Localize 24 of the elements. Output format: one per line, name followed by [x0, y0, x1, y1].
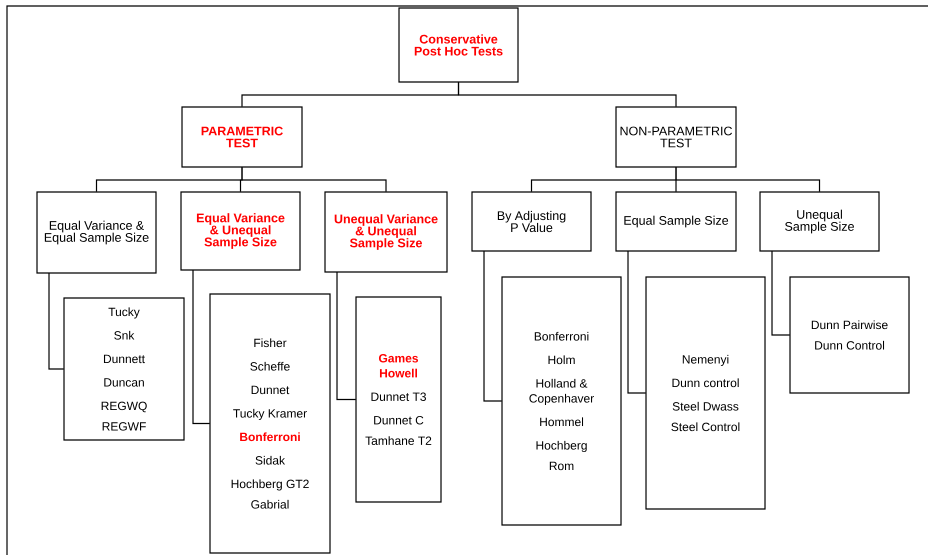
- test-list-box: Nemenyi Dunn control Steel Dwass Steel Control: [645, 276, 766, 510]
- connector-line: [675, 168, 820, 192]
- category-box: PARAMETRIC TEST: [181, 106, 303, 168]
- category-box: Unequal Sample Size: [759, 191, 880, 252]
- connector-line: [241, 168, 387, 192]
- connector-line: [483, 251, 502, 402]
- category-box: NON-PARAMETRIC TEST: [615, 106, 737, 168]
- connector-line: [336, 272, 356, 400]
- test-list-box: Dunn Pairwise Dunn Control: [789, 276, 910, 394]
- category-box: By Adjusting P Value: [471, 191, 592, 252]
- test-list-box: Bonferroni Holm Holland & Copenhaver Hommel Hochberg Rom: [501, 276, 622, 526]
- category-box: Equal Variance & Unequal Sample Size: [180, 191, 301, 271]
- connector-line: [48, 273, 64, 370]
- connector-line: [771, 251, 790, 336]
- connector-line: [192, 270, 210, 424]
- connector-line: [627, 251, 646, 394]
- category-box: Unequal Variance & Unequal Sample Size: [324, 191, 448, 273]
- connector-line: [458, 82, 677, 106]
- category-box: Conservative Post Hoc Tests: [398, 7, 519, 83]
- test-list-box: Fisher Scheffe Dunnet Tucky Kramer Bonferroni Sidak Hochberg GT2 Gabrial: [209, 293, 331, 554]
- category-box: Equal Variance & Equal Sample Size: [36, 191, 157, 274]
- category-box: Equal Sample Size: [615, 191, 737, 252]
- test-list-box: Tucky Snk Dunnett Duncan REGWQ REGWF: [63, 297, 185, 441]
- test-list-box: Games Howell Dunnet T3 Dunnet C Tamhane T2: [355, 296, 442, 503]
